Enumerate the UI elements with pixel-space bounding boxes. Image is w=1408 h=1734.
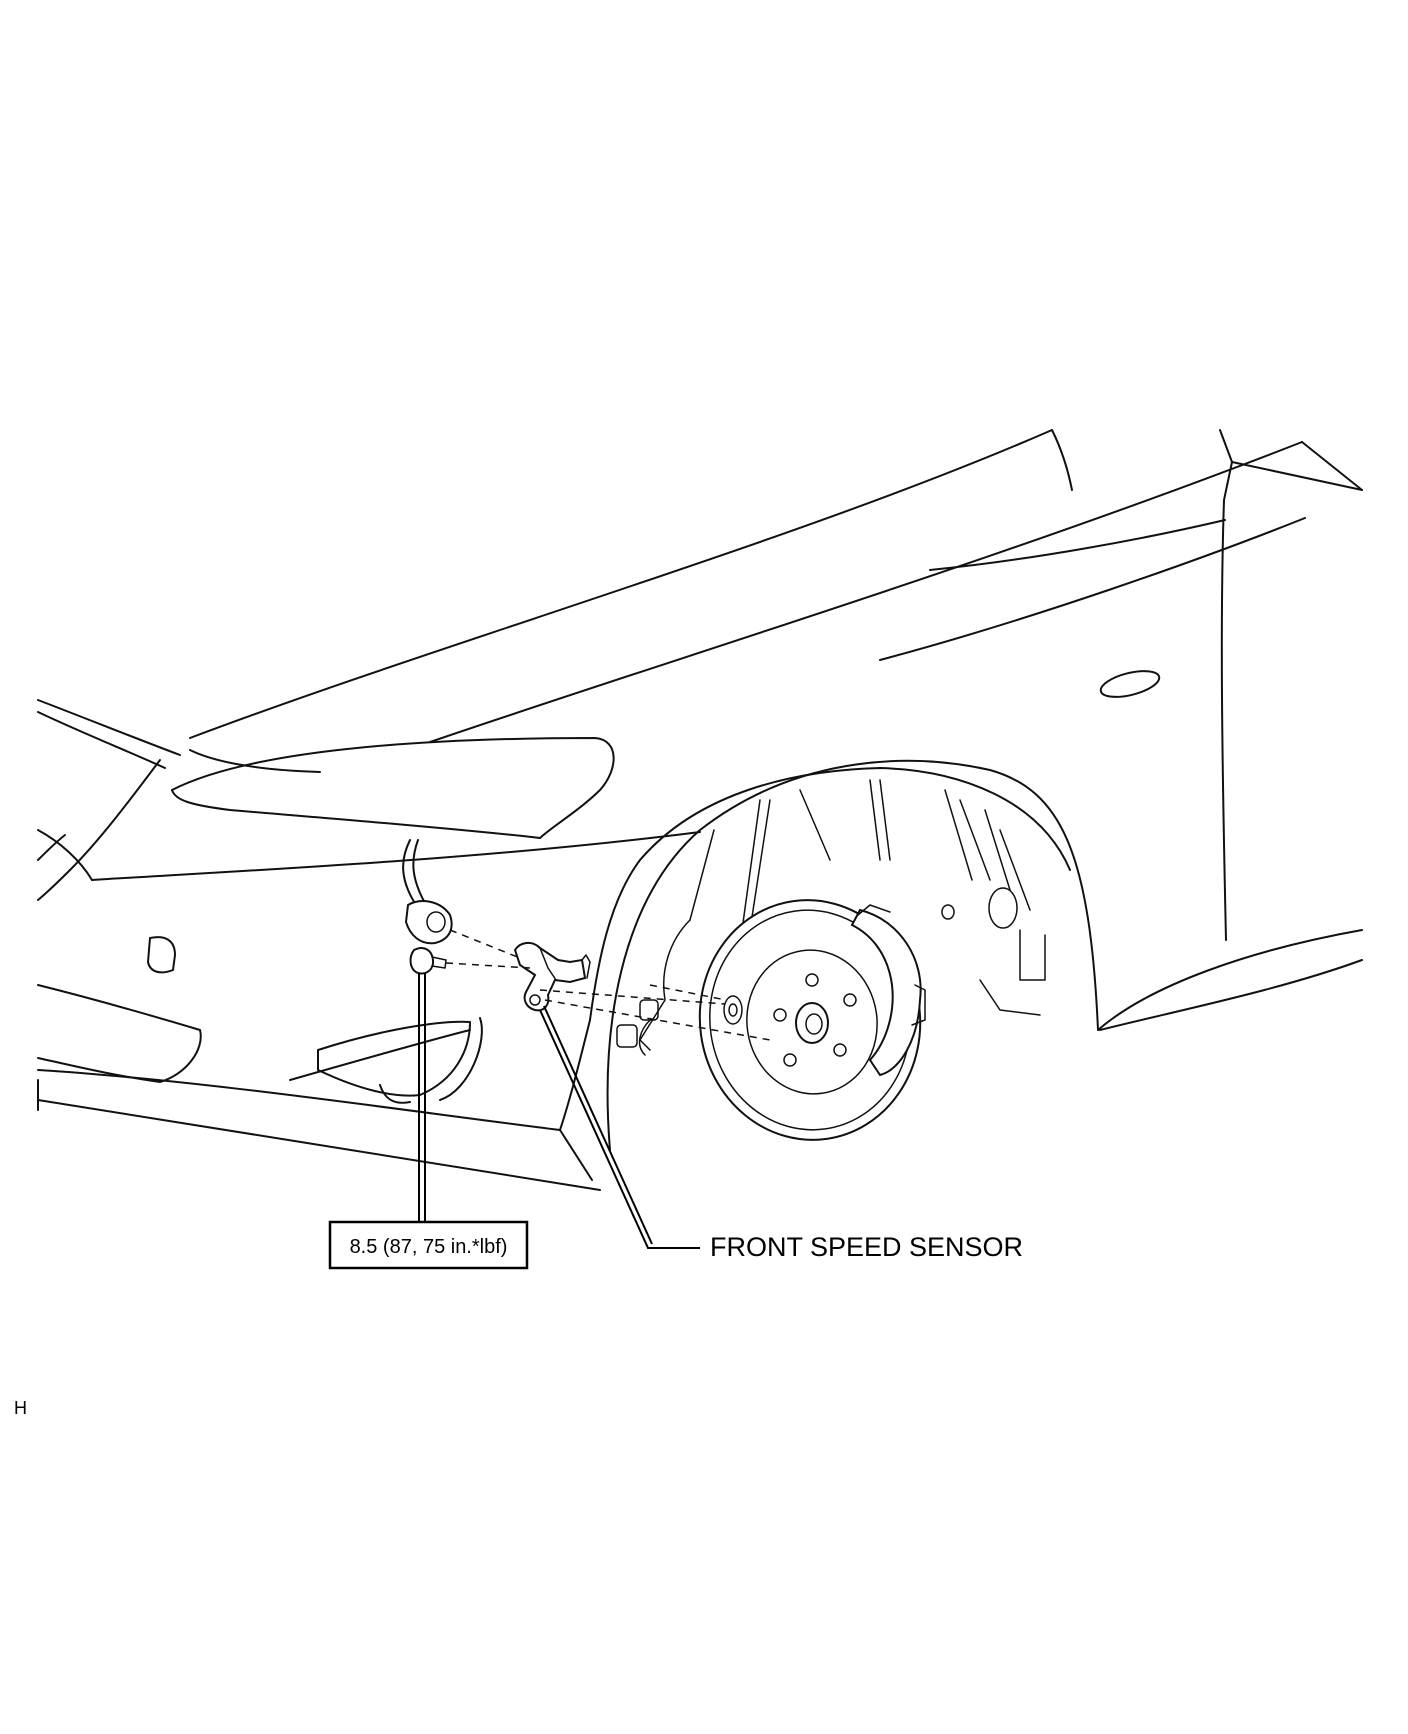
wheel-arch (606, 759, 1099, 1151)
brake-rotor-assembly (616, 899, 926, 1141)
sensor-bolt (409, 947, 447, 975)
torque-spec-label: 8.5 (87, 75 in.*lbf) (350, 1236, 508, 1258)
corner-mark: H (14, 1398, 27, 1418)
callout-leaders (418, 973, 700, 1249)
front-speed-sensor-part (513, 942, 591, 1012)
install-path-lines (445, 929, 771, 1041)
front-speed-sensor-label: FRONT SPEED SENSOR (710, 1232, 1023, 1262)
torque-spec-callout: 8.5 (87, 75 in.*lbf) (328, 1220, 529, 1270)
car-body (37, 429, 1363, 1191)
sensor-wire-connector (402, 839, 453, 945)
torque-spec-box (328, 1220, 529, 1270)
